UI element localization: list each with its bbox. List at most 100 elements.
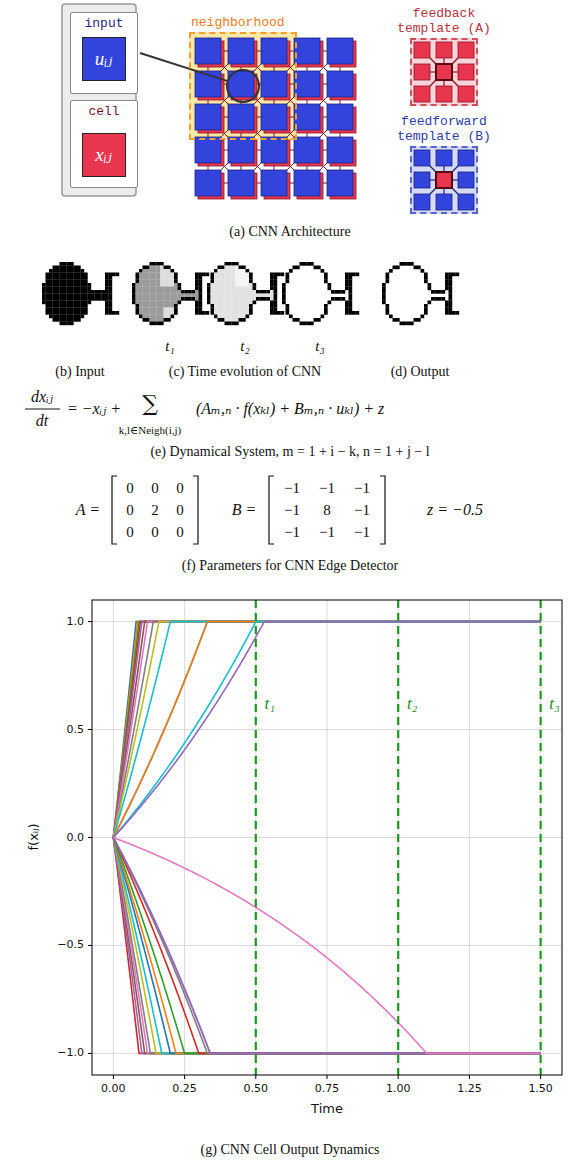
- pixel: [228, 280, 232, 284]
- figure-label: A =: [76, 501, 100, 519]
- pixel: [143, 308, 147, 312]
- cell-input: [294, 137, 320, 163]
- template-region: neighborhood: [189, 32, 297, 140]
- pixel: [207, 294, 211, 298]
- pixel: [218, 273, 222, 277]
- pixel: [153, 297, 157, 301]
- pixel: [211, 311, 215, 315]
- pixel: [324, 273, 328, 277]
- pixel: [167, 266, 171, 270]
- pixel: [195, 297, 199, 301]
- pixel: [228, 269, 232, 273]
- trajectory: [113, 838, 540, 1054]
- figure-label: 0: [126, 480, 134, 497]
- pixel: [282, 301, 286, 305]
- pixel: [174, 273, 178, 277]
- pixel: [70, 290, 74, 294]
- pixel: [171, 276, 175, 280]
- pixel: [109, 297, 113, 301]
- cell-square: xᵢⱼ: [82, 133, 126, 177]
- pixel: [167, 318, 171, 322]
- time-marker: [540, 600, 542, 1075]
- pixel: [53, 287, 57, 291]
- pixel: [386, 273, 390, 277]
- pixel: [150, 266, 154, 270]
- pixel: [56, 287, 60, 291]
- pixel: [42, 290, 46, 294]
- pixel: [46, 294, 50, 298]
- pixel: [382, 301, 386, 305]
- pixel: [171, 294, 175, 298]
- pixel: [77, 273, 81, 277]
- pixel: [174, 304, 178, 308]
- pixel: [317, 266, 321, 270]
- pixel: [225, 322, 229, 326]
- pixel: [53, 304, 57, 308]
- pixel: [56, 294, 60, 298]
- pixel: [67, 315, 71, 319]
- pixel: [249, 311, 253, 315]
- pixel: [174, 287, 178, 291]
- pixel: [296, 266, 300, 270]
- pixel: [132, 297, 136, 301]
- pixel: [214, 294, 218, 298]
- pixel: [195, 283, 199, 287]
- pixel: [146, 301, 150, 305]
- pixel: [445, 276, 449, 280]
- pixel: [42, 294, 46, 298]
- trajectory: [113, 622, 540, 838]
- pixel: [88, 287, 92, 291]
- pixel: [321, 269, 325, 273]
- pixel: [235, 294, 239, 298]
- pixel: [105, 287, 109, 291]
- pixel: [235, 311, 239, 315]
- pixel: [53, 301, 57, 305]
- pixel: [146, 318, 150, 322]
- pixel: [56, 276, 60, 280]
- pixel: [267, 294, 271, 298]
- pixel: [164, 304, 168, 308]
- pixel: [53, 318, 57, 322]
- figure-label: 0: [176, 524, 184, 541]
- cell-input: [327, 170, 353, 196]
- template-weight: [458, 86, 474, 102]
- pixel: [253, 290, 257, 294]
- cell-input: [228, 170, 254, 196]
- pixel: [77, 294, 81, 298]
- pixel: [274, 276, 278, 280]
- pixel: [105, 297, 109, 301]
- pixel: [225, 290, 229, 294]
- pixel: [185, 297, 189, 301]
- figure-label: t₃: [549, 694, 560, 713]
- pixel: [232, 315, 236, 319]
- pixel: [300, 262, 304, 266]
- pixel: [84, 290, 88, 294]
- trajectory: [113, 838, 540, 1054]
- pixel: [274, 297, 278, 301]
- pixel: [277, 311, 281, 315]
- pixel: [60, 318, 64, 322]
- pixel: [286, 276, 290, 280]
- pixel: [214, 273, 218, 277]
- pixel: [171, 290, 175, 294]
- pixel: [167, 297, 171, 301]
- pixel: [242, 304, 246, 308]
- fraction-bar: [25, 409, 60, 410]
- pixel: [246, 301, 250, 305]
- pixel: [136, 283, 140, 287]
- pixel: [235, 287, 239, 291]
- pixel: [116, 311, 120, 315]
- pixel: [338, 297, 342, 301]
- pixel: [56, 304, 60, 308]
- pixel: [150, 297, 154, 301]
- pixel: [171, 283, 175, 287]
- pixel: [228, 276, 232, 280]
- pixel: [225, 297, 229, 301]
- cell-input: [261, 104, 287, 130]
- pixel: [445, 301, 449, 305]
- pixel: [239, 273, 243, 277]
- pixel: [49, 304, 53, 308]
- pixel: [386, 280, 390, 284]
- trajectory: [113, 838, 540, 1054]
- pixel: [174, 311, 178, 315]
